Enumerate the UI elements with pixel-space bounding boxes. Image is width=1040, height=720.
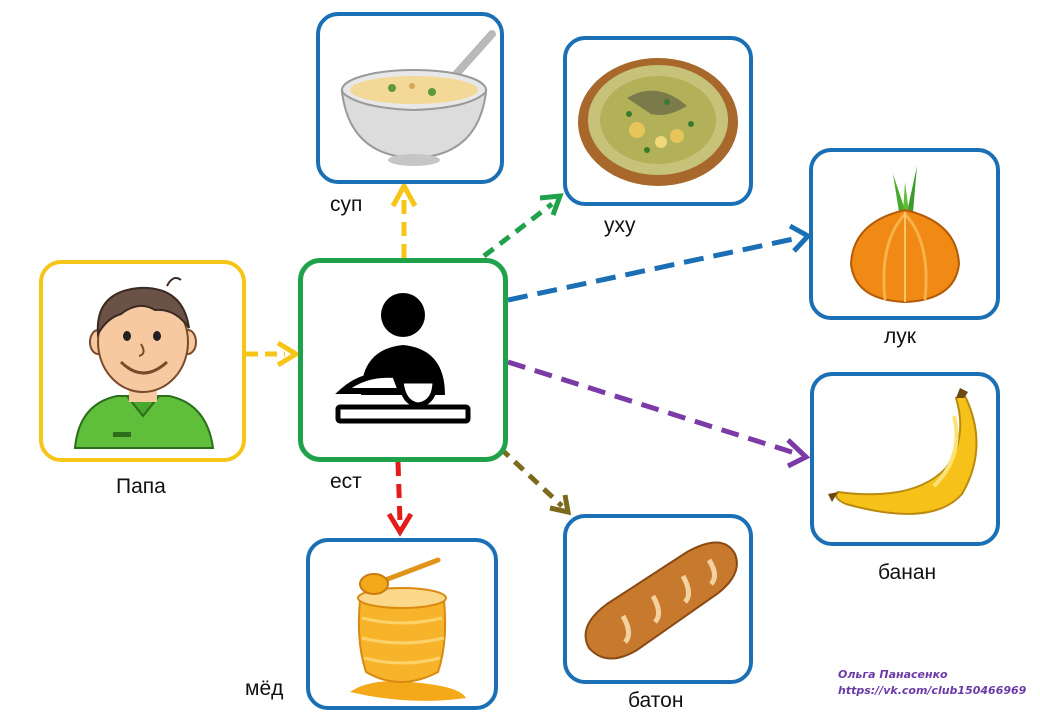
soup-bowl-icon [340,30,496,166]
onion-label: лук [884,325,916,348]
object-card-fish-soup [563,36,753,206]
arrow-to-soup [390,180,418,258]
boy-face-icon [73,277,215,449]
arrow-to-bread [498,446,572,516]
bread-label: батон [628,689,684,712]
honey-label: мёд [245,677,284,700]
credit-url[interactable]: https://vk.com/club150466969 [838,684,1027,697]
fish-soup-plate-icon [578,58,738,186]
object-card-bread [563,514,753,684]
fish-soup-label: уху [604,214,636,237]
credit-block: Ольга Панасенко https://vk.com/club15046… [838,667,1026,699]
arrow-to-onion [507,223,813,303]
object-card-onion [809,148,1000,320]
banana-label: банан [878,561,937,584]
onion-icon [849,166,961,304]
arrow-subject-to-verb [246,340,301,368]
soup-label: суп [330,193,363,216]
banana-icon [828,388,978,515]
arrow-to-honey [386,461,414,537]
object-card-honey [306,538,498,710]
verb-card-eats [298,258,508,462]
bread-loaf-icon [584,541,738,660]
honey-pot-icon [350,557,466,701]
subject-label: Папа [116,475,166,498]
verb-label: ест [330,470,362,493]
arrow-to-banana [507,359,811,469]
subject-card-papa [39,260,246,462]
person-eating-icon [335,293,471,424]
arrow-to-fish-soup [482,193,564,258]
object-card-banana [810,372,1000,546]
object-card-soup [316,12,504,184]
credit-author: Ольга Панасенко [838,668,948,681]
